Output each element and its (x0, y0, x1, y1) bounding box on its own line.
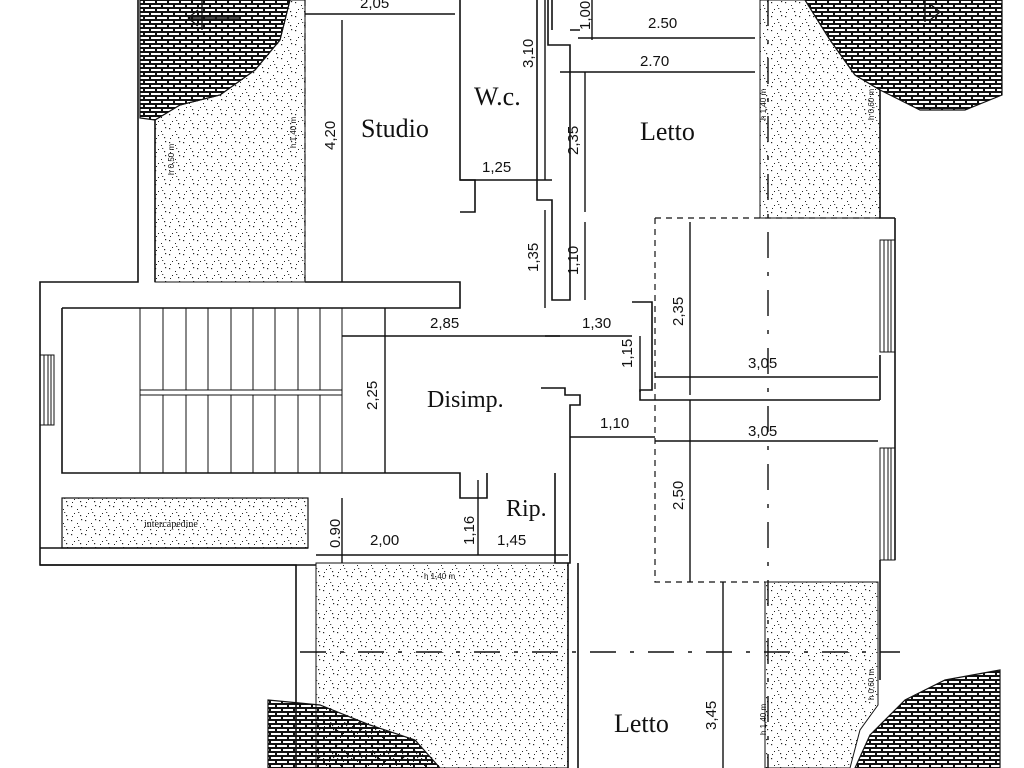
dim-2-05: 2,05 (360, 0, 389, 12)
dim-2-25: 2,25 (364, 381, 381, 410)
room-label-rip: Rip. (506, 496, 547, 522)
dim-2-35-right: 2,35 (670, 297, 687, 326)
dim-2-00: 2,00 (370, 532, 399, 549)
note-h140-bottom: h 1,40 m (424, 572, 455, 581)
staircase (139, 308, 343, 473)
dim-3-10: 3,10 (520, 39, 537, 68)
arrow-top-left (187, 0, 240, 30)
brick-mass-bottom-right (854, 669, 1001, 768)
dim-3-05-a: 3,05 (748, 355, 777, 372)
dimension-lines (305, 0, 878, 768)
rip-wall (541, 387, 581, 564)
dim-1-35: 1,35 (525, 243, 542, 272)
note-h140-studio: h 1,40 m (289, 117, 298, 148)
window-right-bottom-lines (883, 448, 892, 560)
wc-left-wall (536, 0, 571, 301)
dim-1-10-v: 1,10 (565, 246, 582, 275)
wall-stair-left (61, 308, 488, 499)
dim-4-20: 4,20 (322, 121, 339, 150)
dim-2-70: 2.70 (640, 53, 669, 70)
room-label-letto-top: Letto (640, 117, 695, 146)
terrain-left (154, 0, 306, 283)
terrain-bottom-center (315, 562, 569, 768)
dim-2-50-top: 2.50 (648, 15, 677, 32)
dim-1-16: 1,16 (461, 516, 478, 545)
dim-2-35-top: 2,35 (565, 126, 582, 155)
dim-3-45: 3,45 (703, 701, 720, 730)
dim-1-15: 1,15 (619, 339, 636, 368)
disimp-right-wall (632, 301, 880, 401)
note-h050-left: h 0,50 m (167, 144, 176, 175)
dim-1-30: 1,30 (582, 315, 611, 332)
arrow-top-right (870, 0, 941, 22)
terrain-bottom-right (764, 581, 879, 768)
wc-inner (551, 0, 580, 31)
dim-3-05-b: 3,05 (748, 423, 777, 440)
dim-2-50-right: 2,50 (670, 481, 687, 510)
bedroom-bottom-wall (567, 563, 579, 768)
window-right-top-lines (883, 240, 892, 352)
room-label-wc: W.c. (474, 82, 521, 111)
dim-1-25: 1,25 (482, 159, 511, 176)
wall-stair-top (62, 281, 461, 309)
window-left (39, 354, 55, 426)
room-label-disimp: Disimp. (427, 387, 504, 413)
window-left-lines (43, 355, 52, 425)
label-intercapedine: intercapedine (144, 519, 198, 530)
room-label-studio: Studio (361, 114, 429, 143)
note-h140-br: h 1,40 m (759, 704, 768, 735)
note-h140-letto: h 1,40 m (759, 89, 768, 120)
dim-1-00: 1,00 (577, 1, 594, 30)
dim-1-10-h: 1,10 (600, 415, 629, 432)
note-h060-top: h 0,60 m (867, 89, 876, 120)
note-h060-br: h 0,60 m (867, 669, 876, 700)
dim-2-85: 2,85 (430, 315, 459, 332)
dim-0-90: 0.90 (327, 519, 344, 548)
dim-1-45: 1,45 (497, 532, 526, 549)
room-label-letto-bottom: Letto (614, 709, 669, 738)
wall-left-lower (40, 547, 316, 566)
